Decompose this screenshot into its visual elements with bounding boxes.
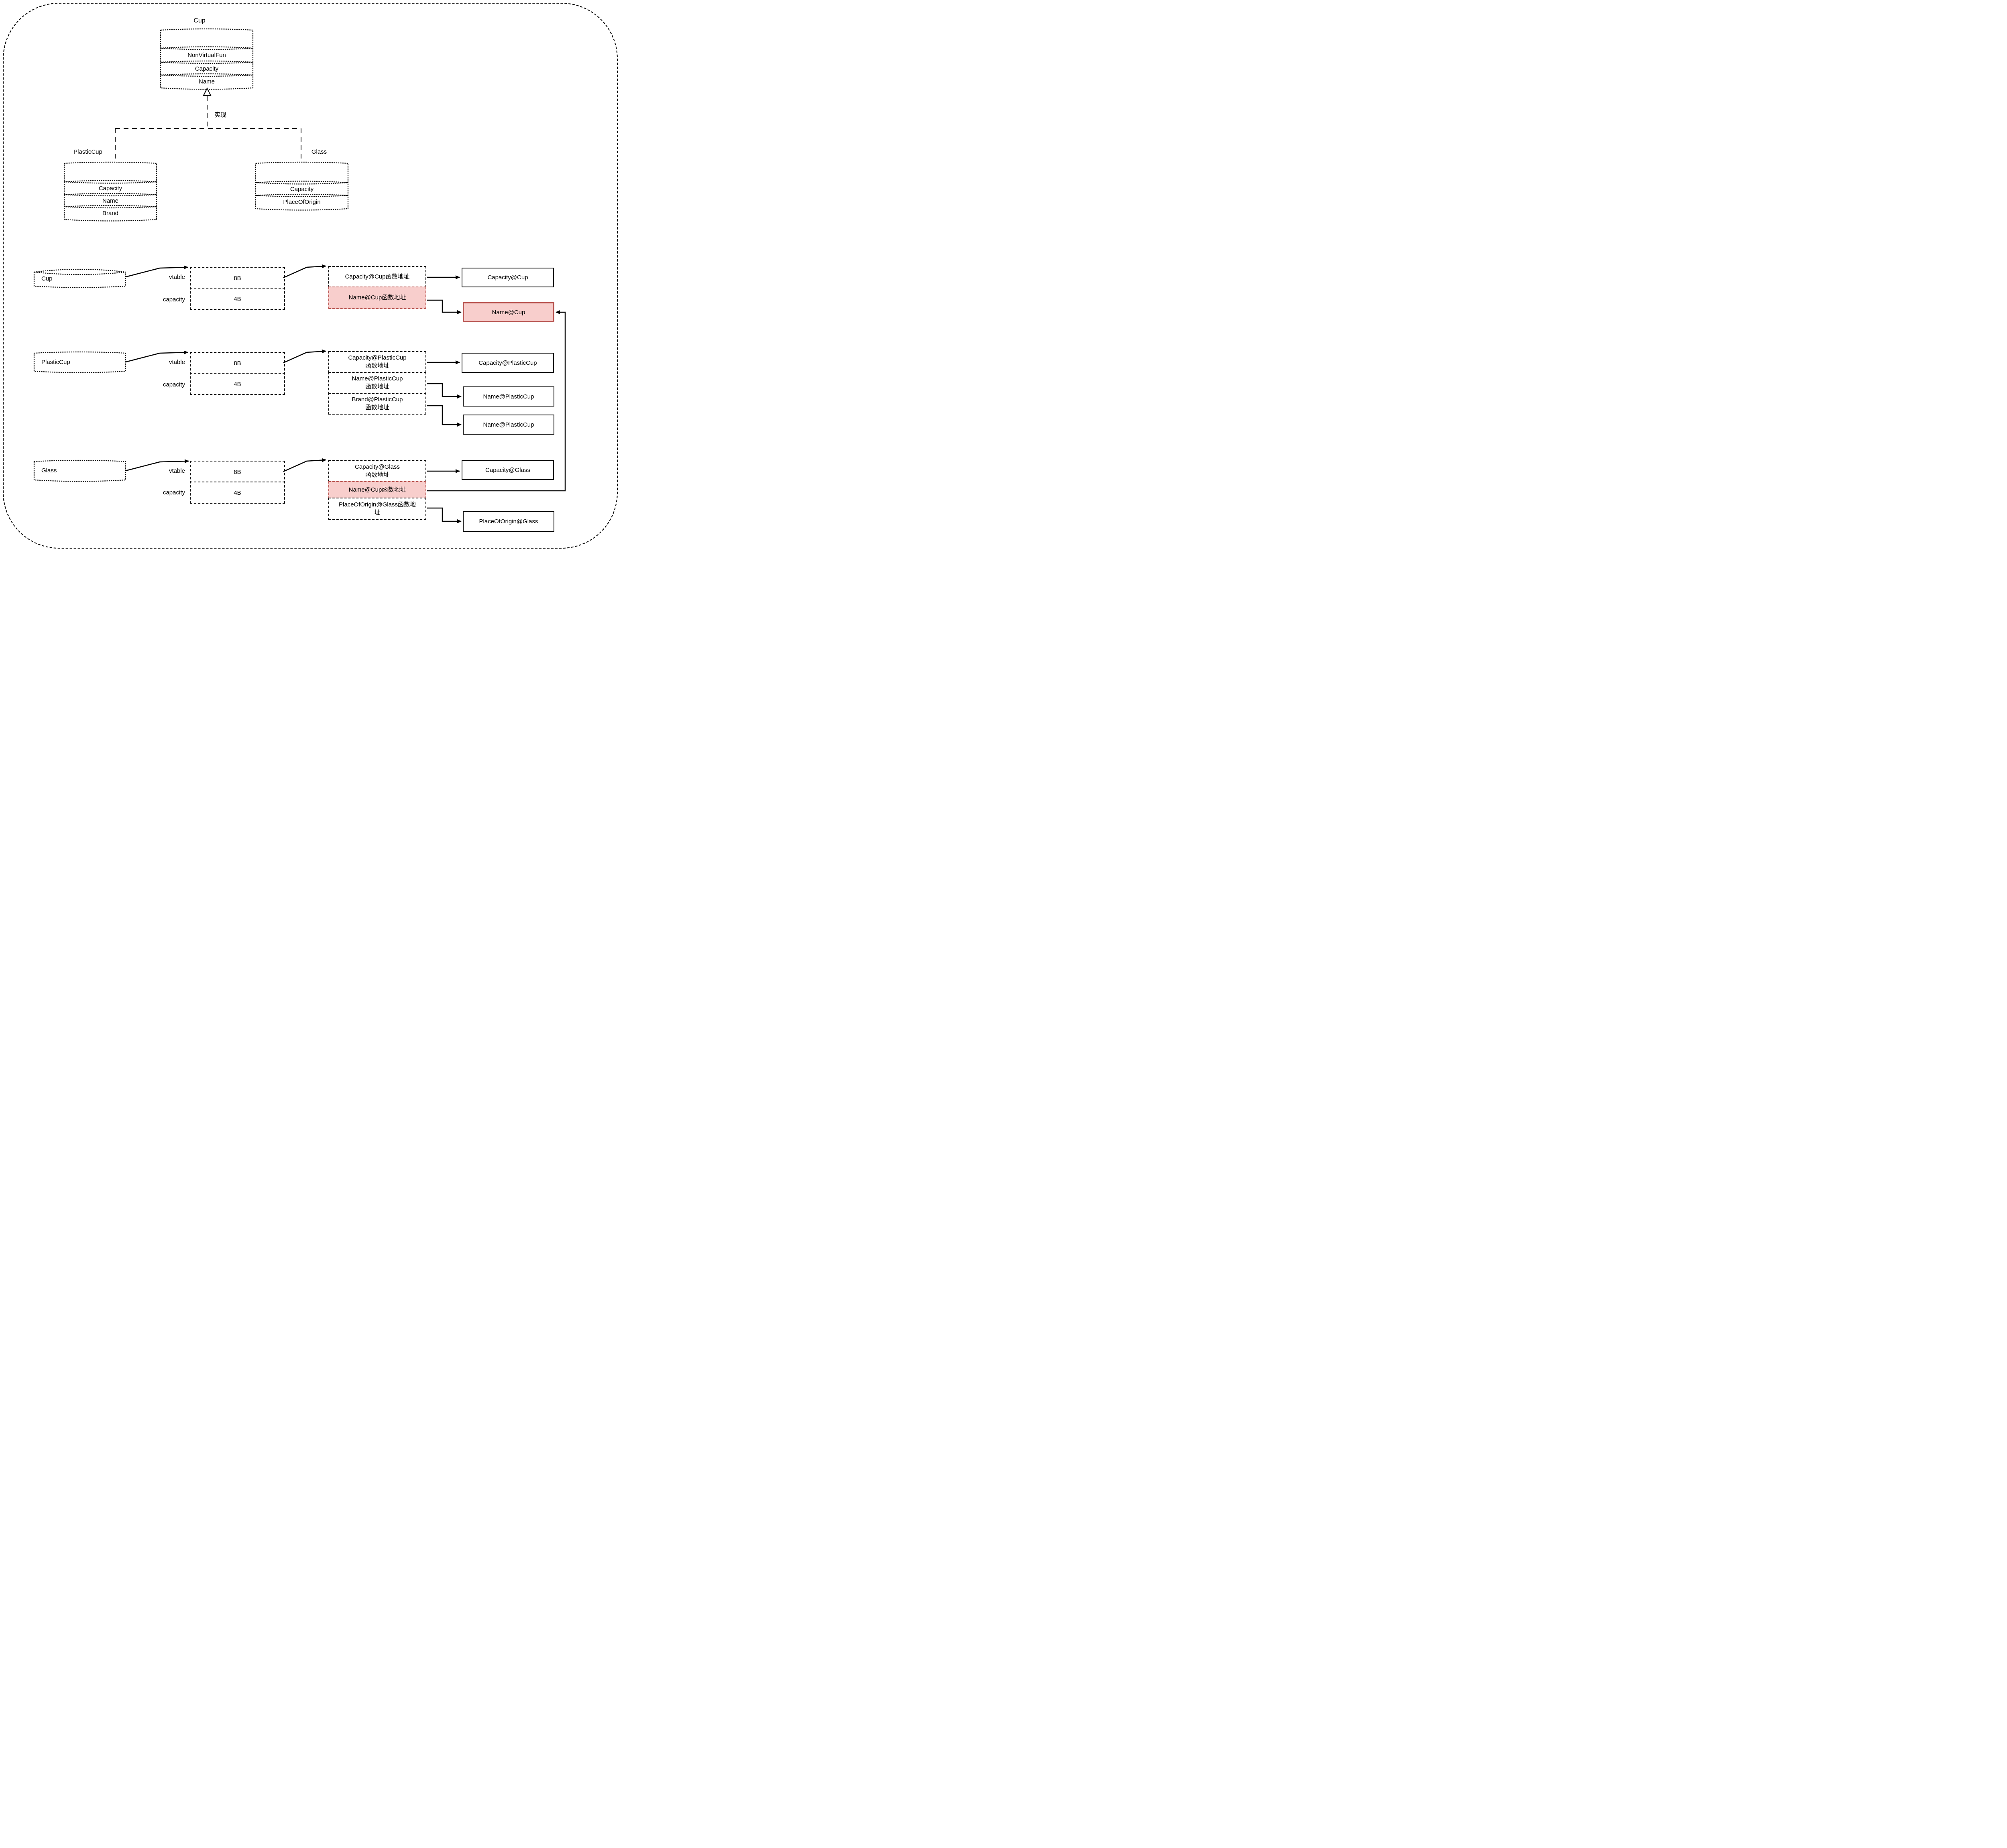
plasticcup-field-name: Name <box>102 197 118 204</box>
function-box: Name@PlasticCup <box>463 386 554 407</box>
memory-divider <box>190 373 285 374</box>
cup-field-name: Name <box>198 78 215 85</box>
memory-box-glass: 8B 4B <box>190 461 285 504</box>
object-label-cup: Cup <box>41 275 53 282</box>
cup-field-nonvirtualfun: NonVirtualFun <box>187 52 226 59</box>
vtable-entry: Capacity@Cup函数地址 <box>328 266 426 287</box>
object-label-glass: Glass <box>41 467 57 474</box>
diagram-canvas: Cup NonVirtualFun Capacity Name 实现 Plast… <box>0 0 620 551</box>
member-size-glass: 4B <box>234 489 241 496</box>
function-box-highlighted: Name@Cup <box>463 302 554 322</box>
vtable-label-plasticcup: vtable <box>169 359 185 366</box>
pointer-size-cup: 8B <box>234 274 241 282</box>
capacity-label-cup: capacity <box>163 296 185 303</box>
capacity-label-glass: capacity <box>163 489 185 496</box>
class-title-cup: Cup <box>193 17 206 24</box>
cup-field-capacity: Capacity <box>195 65 219 72</box>
memory-box-plasticcup: 8B 4B <box>190 352 285 395</box>
memory-divider <box>190 288 285 289</box>
glass-field-placeoforigin: PlaceOfOrigin <box>283 199 321 205</box>
memory-box-cup: 8B 4B <box>190 267 285 310</box>
vtable-plasticcup: Capacity@PlasticCup 函数地址 Name@PlasticCup… <box>328 351 426 415</box>
outer-dashed-border <box>3 3 618 549</box>
function-box: Name@PlasticCup <box>463 415 554 435</box>
function-box: Capacity@PlasticCup <box>462 353 554 373</box>
vtable-entry: PlaceOfOrigin@Glass函数地 址 <box>328 498 426 520</box>
class-title-plasticcup: PlasticCup <box>73 148 102 155</box>
realize-label: 实现 <box>214 112 227 118</box>
memory-arrows <box>125 264 566 523</box>
vtable-entry: Capacity@Glass 函数地址 <box>328 460 426 482</box>
realize-dashed-lines <box>115 96 301 162</box>
function-box: Capacity@Cup <box>462 268 554 287</box>
vtable-entry-highlighted: Name@Cup函数地址 <box>328 481 426 499</box>
plasticcup-field-capacity: Capacity <box>98 185 122 192</box>
connector-layer <box>33 28 566 523</box>
member-size-cup: 4B <box>234 295 241 303</box>
glass-field-capacity: Capacity <box>290 185 314 193</box>
vtable-entry: Name@PlasticCup 函数地址 <box>328 372 426 394</box>
object-label-plasticcup: PlasticCup <box>41 359 70 366</box>
realize-hollow-arrow-icon <box>203 87 212 96</box>
function-box: PlaceOfOrigin@Glass <box>463 511 554 532</box>
vtable-entry-highlighted: Name@Cup函数地址 <box>328 286 426 309</box>
pointer-size-glass: 8B <box>234 468 241 476</box>
vtable-entry: Brand@PlasticCup 函数地址 <box>328 393 426 415</box>
pointer-size-plasticcup: 8B <box>234 360 241 367</box>
member-size-plasticcup: 4B <box>234 380 241 388</box>
function-box: Capacity@Glass <box>462 460 554 480</box>
vtable-label-cup: vtable <box>169 274 185 281</box>
vtable-cup: Capacity@Cup函数地址 Name@Cup函数地址 <box>328 266 426 309</box>
plasticcup-field-brand: Brand <box>102 209 119 217</box>
class-title-glass: Glass <box>311 148 327 155</box>
vtable-label-glass: vtable <box>169 468 185 474</box>
vtable-entry: Capacity@PlasticCup 函数地址 <box>328 351 426 373</box>
class-box-outlines <box>33 28 349 482</box>
capacity-label-plasticcup: capacity <box>163 381 185 388</box>
vtable-glass: Capacity@Glass 函数地址 Name@Cup函数地址 PlaceOf… <box>328 460 426 520</box>
